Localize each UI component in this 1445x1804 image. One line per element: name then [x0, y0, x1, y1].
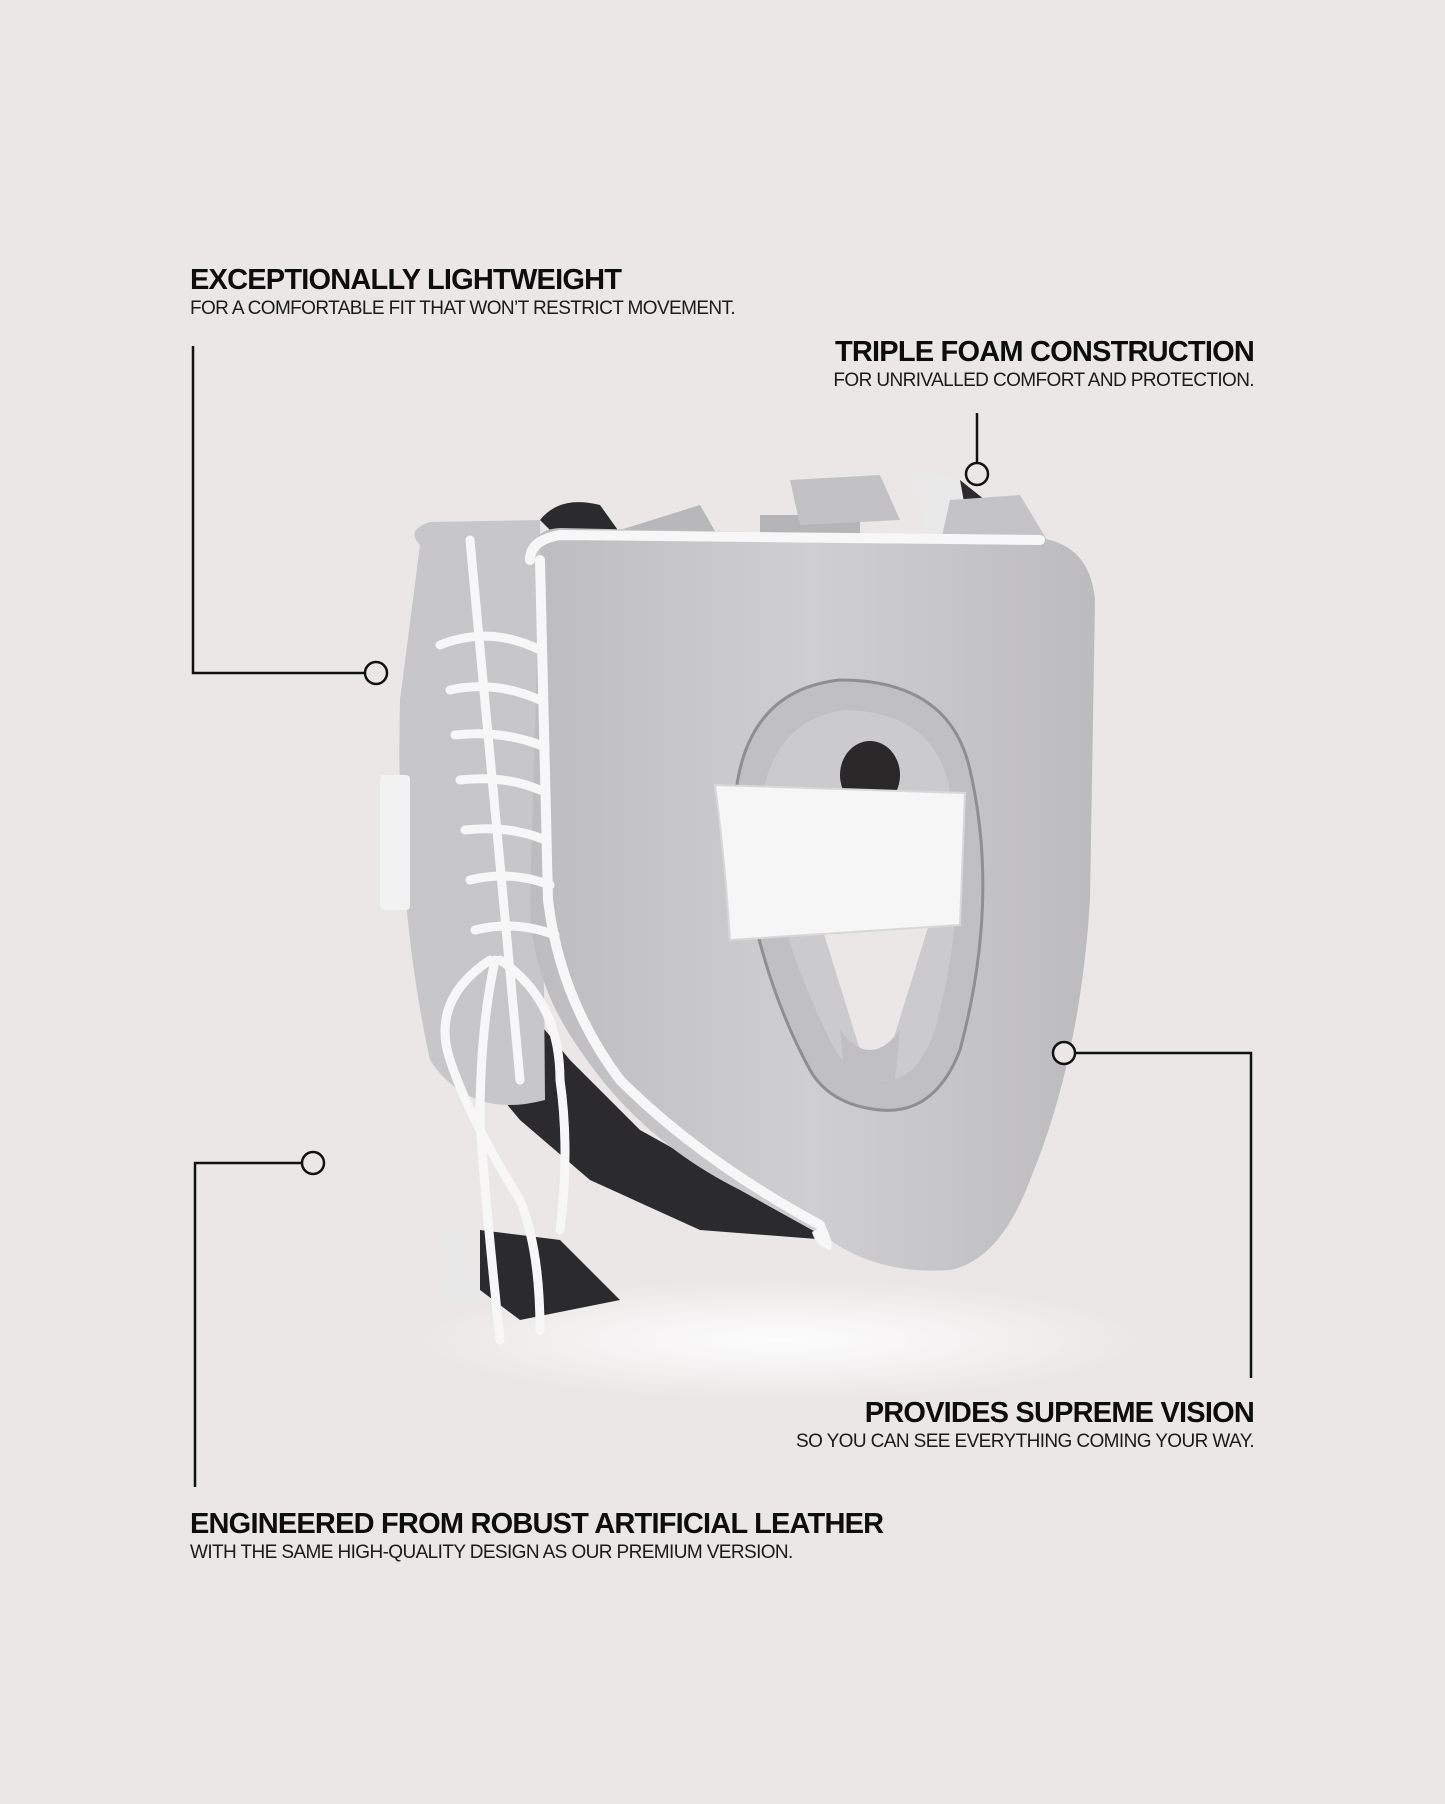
connector-dot-lightweight [363, 660, 389, 686]
callout-subtitle: FOR UNRIVALLED COMFORT AND PROTECTION. [833, 370, 1254, 391]
callout-title: TRIPLE FOAM CONSTRUCTION [834, 336, 1255, 368]
callout-subtitle: FOR A COMFORTABLE FIT THAT WON’T RESTRIC… [190, 298, 736, 319]
callout-title: PROVIDES SUPREME VISION [864, 1397, 1255, 1429]
connector-dot-leather [300, 1150, 326, 1176]
callout-title: EXCEPTIONALLY LIGHTWEIGHT [190, 264, 622, 296]
callout-subtitle: WITH THE SAME HIGH-QUALITY DESIGN AS OUR… [190, 1542, 793, 1563]
connector-lightweight [191, 346, 365, 675]
callout-leather: ENGINEERED FROM ROBUST ARTIFICIAL LEATHE… [190, 1507, 884, 1565]
callout-foam: TRIPLE FOAM CONSTRUCTION FOR UNRIVALLED … [833, 335, 1254, 393]
connector-leather [193, 1161, 302, 1487]
connector-dot-foam [964, 461, 990, 487]
callout-title: ENGINEERED FROM ROBUST ARTIFICIAL LEATHE… [190, 1508, 884, 1540]
callout-subtitle: SO YOU CAN SEE EVERYTHING COMING YOUR WA… [796, 1431, 1255, 1452]
callout-lightweight: EXCEPTIONALLY LIGHTWEIGHT FOR A COMFORTA… [190, 263, 736, 321]
callout-vision: PROVIDES SUPREME VISION SO YOU CAN SEE E… [796, 1396, 1255, 1454]
connector-vision [1075, 1051, 1253, 1378]
connector-dot-vision [1051, 1040, 1077, 1066]
